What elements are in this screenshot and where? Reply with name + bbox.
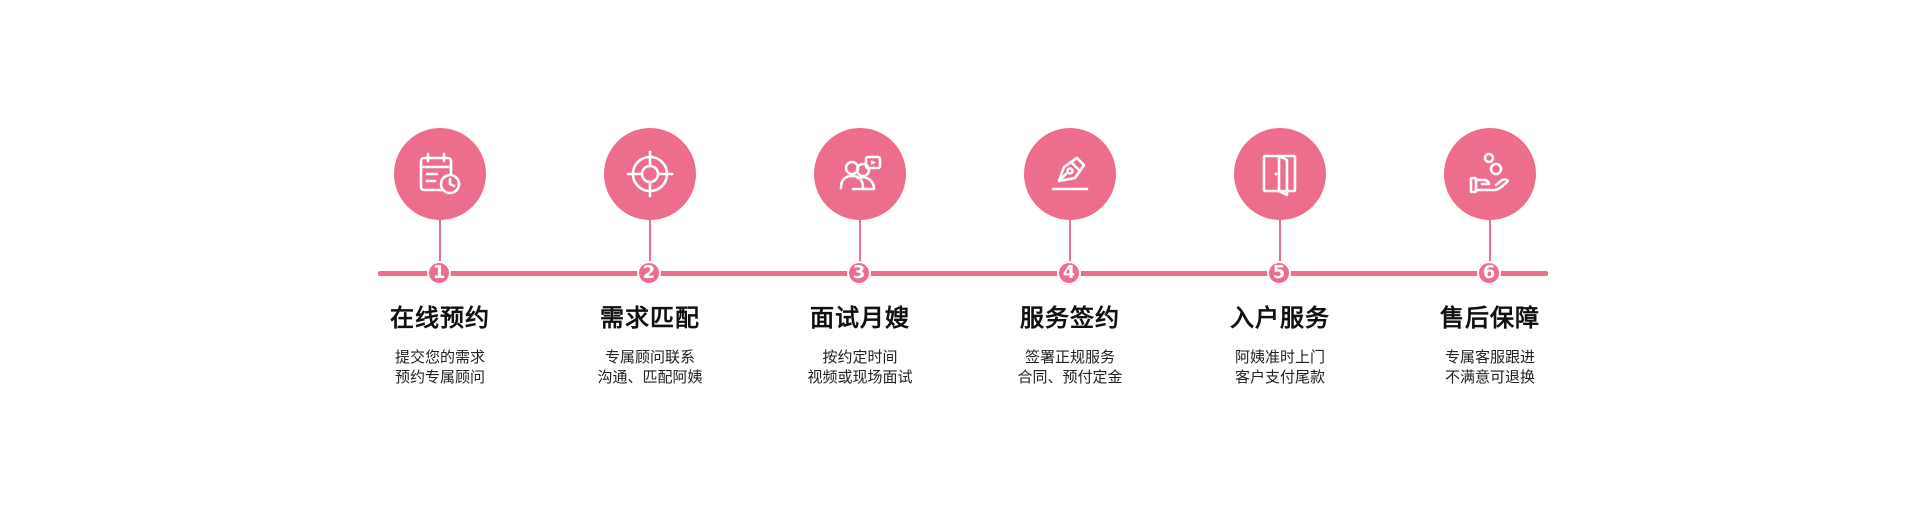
- step-title: 入户服务: [1230, 304, 1330, 332]
- step-title: 售后保障: [1440, 304, 1540, 332]
- timeline-step-4: 4 服务签约 签署正规服务 合同、预付定金: [970, 0, 1170, 516]
- step-title: 面试月嫂: [810, 304, 910, 332]
- step-description: 签署正规服务 合同、预付定金: [970, 347, 1170, 387]
- step-description-line: 签署正规服务: [1024, 348, 1115, 366]
- step-description-line: 阿姨准时上门: [1234, 348, 1325, 366]
- step-description: 提交您的需求 预约专属顾问: [340, 347, 540, 387]
- step-description: 专属顾问联系 沟通、匹配阿姨: [550, 347, 750, 387]
- step-number-badge: 3: [847, 261, 871, 285]
- step-title: 在线预约: [390, 304, 490, 332]
- step-number-badge: 1: [427, 261, 451, 285]
- step-description-line: 客户支付尾款: [1234, 368, 1325, 386]
- timeline-track: [378, 271, 1548, 276]
- step-description-line: 专属客服跟进: [1444, 348, 1535, 366]
- step-description-line: 视频或现场面试: [807, 368, 913, 386]
- timeline-step-1: 1 在线预约 提交您的需求 预约专属顾问: [340, 0, 540, 516]
- step-description-line: 专属顾问联系: [604, 348, 695, 366]
- step-description: 专属客服跟进 不满意可退换: [1390, 347, 1590, 387]
- door-icon: [1234, 128, 1326, 220]
- step-description: 阿姨准时上门 客户支付尾款: [1180, 347, 1380, 387]
- timeline-step-6: 6 售后保障 专属客服跟进 不满意可退换: [1390, 0, 1590, 516]
- step-number-badge: 6: [1477, 261, 1501, 285]
- timeline-step-3: 3 面试月嫂 按约定时间 视频或现场面试: [760, 0, 960, 516]
- pen-sign-icon: [1024, 128, 1116, 220]
- step-connector: [1069, 220, 1071, 262]
- step-connector: [439, 220, 441, 262]
- step-description-line: 沟通、匹配阿姨: [597, 368, 703, 386]
- step-connector: [859, 220, 861, 262]
- step-description-line: 不满意可退换: [1444, 368, 1535, 386]
- step-number-badge: 5: [1267, 261, 1291, 285]
- step-title: 服务签约: [1020, 304, 1120, 332]
- step-number-badge: 4: [1057, 261, 1081, 285]
- timeline-step-2: 2 需求匹配 专属顾问联系 沟通、匹配阿姨: [550, 0, 750, 516]
- step-description-line: 提交您的需求: [394, 348, 485, 366]
- step-connector: [649, 220, 651, 262]
- people-video-icon: [814, 128, 906, 220]
- step-connector: [1489, 220, 1491, 262]
- calendar-clock-icon: [394, 128, 486, 220]
- step-title: 需求匹配: [600, 304, 700, 332]
- target-icon: [604, 128, 696, 220]
- step-connector: [1279, 220, 1281, 262]
- step-description: 按约定时间 视频或现场面试: [760, 347, 960, 387]
- step-description-line: 按约定时间: [822, 348, 898, 366]
- timeline-step-5: 5 入户服务 阿姨准时上门 客户支付尾款: [1180, 0, 1380, 516]
- hand-coins-icon: [1444, 128, 1536, 220]
- step-description-line: 预约专属顾问: [394, 368, 485, 386]
- step-number-badge: 2: [637, 261, 661, 285]
- step-description-line: 合同、预付定金: [1017, 368, 1123, 386]
